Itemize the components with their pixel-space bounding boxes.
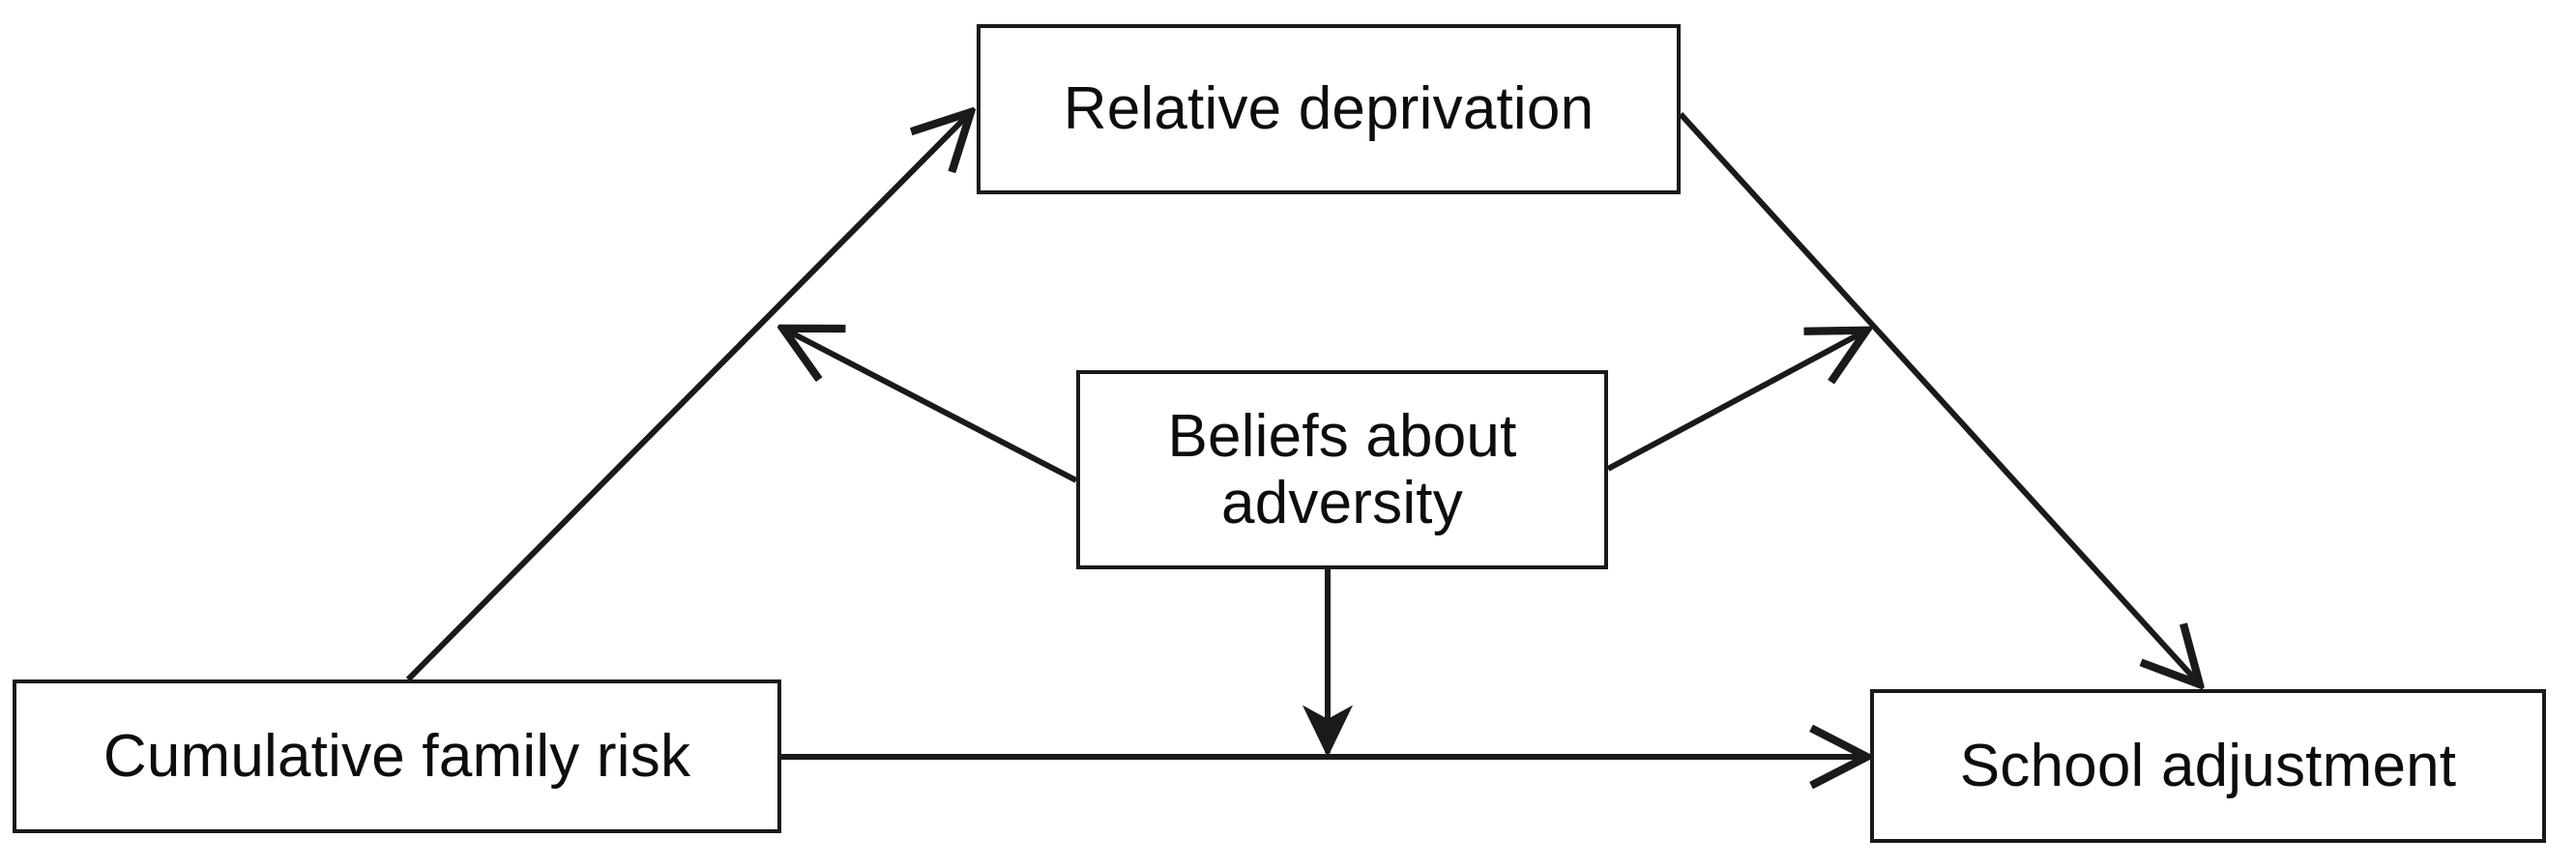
node-relative-deprivation[interactable]: Relative deprivation — [977, 24, 1681, 194]
node-school-adjustment-label: School adjustment — [1959, 732, 2457, 799]
edge-beliefs-to-deprivation-school-path — [1606, 332, 1864, 472]
node-school-adjustment[interactable]: School adjustment — [1870, 689, 2546, 843]
edge-risk-to-deprivation — [405, 114, 969, 682]
edge-beliefs-to-risk-deprivation-path — [785, 330, 1078, 483]
node-relative-deprivation-label: Relative deprivation — [1063, 75, 1595, 143]
node-cumulative-family-risk[interactable]: Cumulative family risk — [13, 679, 781, 833]
node-beliefs-about-adversity[interactable]: Beliefs about adversity — [1076, 370, 1608, 569]
node-cumulative-family-risk-label: Cumulative family risk — [102, 722, 691, 790]
edge-deprivation-to-school — [1678, 111, 2198, 682]
node-beliefs-about-adversity-label: Beliefs about adversity — [1167, 402, 1517, 536]
